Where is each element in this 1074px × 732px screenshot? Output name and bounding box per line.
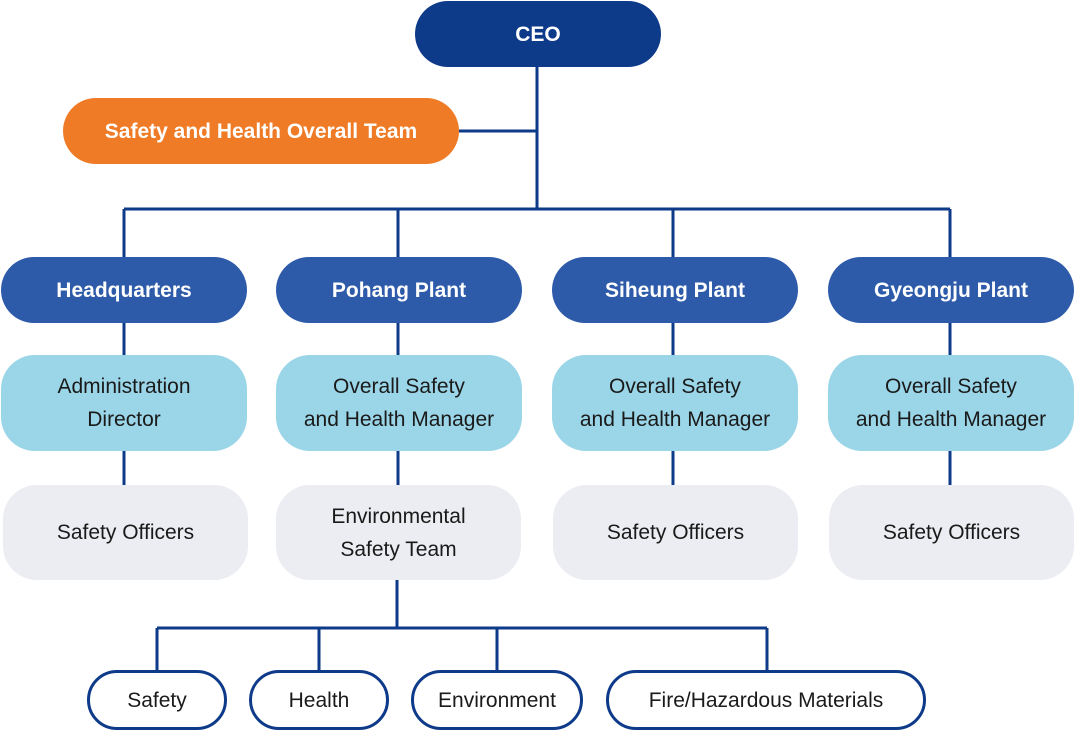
staff-pohang: Environmental Safety Team — [276, 485, 521, 580]
staff-headquarters: Safety Officers — [3, 485, 248, 580]
plant-headquarters: Headquarters — [1, 257, 247, 323]
team-environment: Environment — [411, 670, 583, 730]
staff-siheung: Safety Officers — [553, 485, 798, 580]
manager-siheung: Overall Safety and Health Manager — [552, 355, 798, 451]
plant-siheung: Siheung Plant — [552, 257, 798, 323]
plant-pohang: Pohang Plant — [276, 257, 522, 323]
team-safety: Safety — [87, 670, 227, 730]
team-fire-hazardous: Fire/Hazardous Materials — [606, 670, 926, 730]
staff-gyeongju: Safety Officers — [829, 485, 1074, 580]
team-health: Health — [249, 670, 389, 730]
ceo-node: CEO — [415, 1, 661, 67]
overall-team-node: Safety and Health Overall Team — [63, 98, 459, 164]
manager-headquarters: Administration Director — [1, 355, 247, 451]
manager-pohang: Overall Safety and Health Manager — [276, 355, 522, 451]
plant-gyeongju: Gyeongju Plant — [828, 257, 1074, 323]
manager-gyeongju: Overall Safety and Health Manager — [828, 355, 1074, 451]
